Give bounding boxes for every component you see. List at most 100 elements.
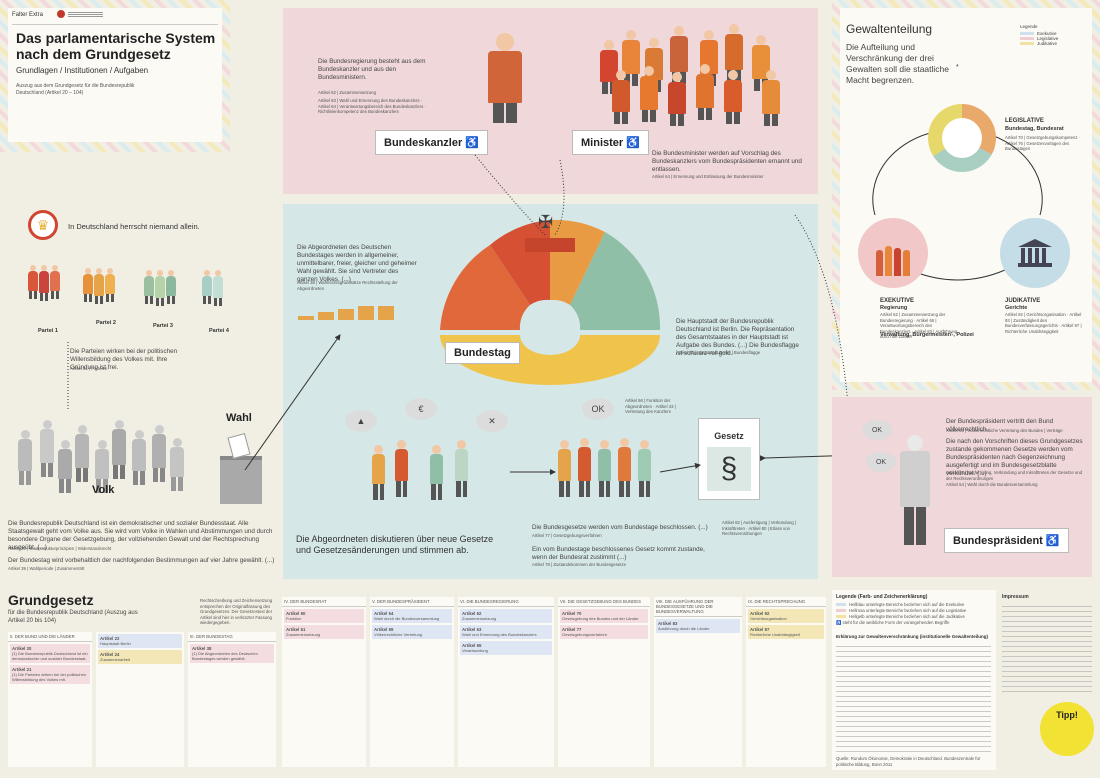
zustande-ref: Artikel 78 | Zustandekommen der Bundesge… — [532, 562, 627, 567]
praesident-ref1: Artikel 59 | Völkerrechtliche Vertretung… — [946, 428, 1063, 433]
arrow-exek-jud — [909, 269, 1006, 281]
abgeordnete-text: Die Abgeordneten des Deutschen Bundestag… — [297, 244, 417, 283]
judicative-refs: Artikel 92 | Gerichtsorganisation · Arti… — [1005, 312, 1082, 334]
party-4-figures — [202, 270, 223, 306]
kanzler-label: Bundeskanzler ♿ — [375, 130, 489, 155]
gewaltenteilung-star: * — [956, 64, 959, 71]
executive-sub2: Verwaltung, Bürgermeister/-, Polizei — [880, 332, 974, 338]
party-4-label: Partei 4 — [209, 328, 229, 334]
hauptstadt-text: Die Hauptstadt der Bundesrepublik Deutsc… — [676, 318, 799, 357]
arrow-legis-exek — [872, 132, 931, 216]
legislative-title: LEGISLATIVE — [1005, 118, 1044, 124]
legend-bottom-items: Hellblau unterlegte Bereiche beziehen si… — [836, 602, 967, 625]
beschlossen-text: Die Bundesgesetze werden vom Bundestage … — [532, 524, 708, 531]
diskutieren-text: Die Abgeordneten diskutieren über neue G… — [296, 534, 494, 555]
gg-col-7: VII. DIE GESETZGEBUNG DES BUNDES Artikel… — [558, 597, 650, 767]
court-building-icon — [1018, 239, 1052, 267]
page-subtitle: Grundlagen / Institutionen / Aufgaben — [16, 66, 149, 75]
brand: Falter Extra — [12, 12, 44, 18]
arrow-legis-jud — [984, 132, 1043, 216]
executive-circle — [858, 218, 928, 288]
legend-legislative: Legislative — [1037, 36, 1059, 41]
page-title: Das parlamentarische System nach dem Gru… — [16, 30, 216, 62]
minister-label: Minister ♿ — [572, 130, 649, 155]
party-2-figures — [83, 268, 115, 304]
legislative-refs: Artikel 70 | Gesetzgebungskompetenz · Ar… — [1005, 135, 1081, 151]
dotted-connector-parties — [67, 342, 69, 410]
beschlossen-ref: Artikel 77 | Gesetzgebungsverfahren — [532, 533, 602, 538]
minister-ref: Artikel 64 | Ernennung und Entlassung de… — [652, 174, 764, 179]
praesident-figure — [900, 435, 930, 545]
hauptstadt-ref: Artikel 22 | Hauptstadt Berlin | Bundesf… — [676, 350, 761, 355]
kanzler-figure — [488, 33, 522, 123]
gg-col-1: II. DER BUND UND DIE LÄNDER Artikel 20(1… — [8, 632, 92, 767]
praesident-ref2: Artikel 82 | Ausfertigung, Verkündung un… — [946, 470, 1083, 481]
gesetz-refs: Artikel 82 | Ausfertigung | Verkündung |… — [722, 520, 797, 536]
euro-bubble-icon: € — [405, 398, 437, 420]
tipp-badge: Tipp! — [1040, 702, 1094, 756]
gg-col-3: III. DER BUNDESTAG Artikel 38(1) Die Abg… — [188, 632, 276, 767]
demokratie-ref: Artikel 20 | Staatsstrukturprinzipien | … — [8, 546, 112, 551]
zustande-text: Ein vom Bundestage beschlossenes Gesetz … — [532, 546, 705, 561]
regierung-ref2: Artikel 63 | Wahl und Ernennung des Bund… — [318, 98, 426, 114]
wahl-ref: Artikel 39 | Wahlperiode | Zusammentritt — [8, 566, 85, 571]
tank-bubble-icon: ▲ — [345, 410, 377, 432]
party-3-label: Partei 3 — [153, 323, 173, 329]
ok-bubble-icon: OK — [582, 398, 614, 420]
legislative-circle — [928, 104, 996, 172]
seat-segment-4 — [570, 232, 661, 330]
legend-exekutive: Exekutive — [1037, 31, 1057, 36]
gg-col-8: VIII. DIE AUSFÜHRUNG DER BUNDESGESETZE U… — [654, 597, 742, 767]
minister-text: Die Bundesminister werden auf Vorschlag … — [652, 150, 802, 173]
legend-bottom-title: Legende (Farb- und Zeichenerklärung) — [836, 594, 928, 600]
legislative-sub: Bundestag, Bundesrat — [1005, 126, 1064, 132]
seat-segment-1 — [440, 245, 530, 330]
bench — [525, 238, 575, 252]
legend-title: Legende — [1020, 24, 1038, 29]
logo-text — [68, 11, 103, 17]
impressum-body — [1002, 602, 1092, 692]
legend-star-title: Erklärung zur Gewaltenverschränkung (ins… — [836, 634, 989, 639]
impressum-title: Impressum — [1002, 594, 1029, 600]
ok-bubble-1: OK — [862, 420, 892, 440]
seats-bars — [298, 306, 394, 320]
party-1-figures — [28, 265, 60, 301]
legend-quelle: Quelle: Rundum Ökonomie, Demokratie in D… — [836, 756, 981, 767]
wahl-label: Wahl — [226, 412, 252, 424]
legend-swatch-judikative — [1020, 42, 1034, 45]
regierung-ref: Artikel 62 | Zusammensetzung — [318, 90, 376, 95]
legend-star-body — [836, 642, 991, 752]
source-note: Auszug aus dem Grundgesetz für die Bunde… — [16, 83, 135, 96]
grundgesetz-note: Rechtschreibung und Zeichensetzung entsp… — [200, 598, 273, 625]
ballot-box-icon — [220, 456, 262, 504]
wahl-text: Der Bundestag wird vorbehaltlich der nac… — [8, 557, 275, 564]
grundgesetz-title: Grundgesetz — [8, 592, 94, 608]
judicative-circle — [1000, 218, 1070, 288]
party-3-figures — [144, 270, 176, 306]
demokratie-text: Die Bundesrepublik Deutschland ist ein d… — [8, 520, 273, 551]
party-2-label: Partei 2 — [96, 320, 116, 326]
gewaltenteilung-text: Die Aufteilung und Verschränkung der dre… — [846, 42, 950, 85]
no-crown-icon: ♛ — [28, 210, 58, 240]
legend-box: Legende Exekutive Legislative Judikative — [1020, 24, 1088, 64]
gesetz-box: Gesetz § — [698, 418, 760, 500]
logo — [57, 10, 65, 18]
crossed-bubble-icon: ✕ — [476, 410, 508, 432]
abgeordnete-ref: Artikel 38 | Wahlrechtsgrundsätze Rechts… — [297, 280, 398, 291]
parties-ref: Artikel 21 | Parteien — [70, 366, 108, 371]
executive-sub: Regierung — [880, 305, 908, 311]
grundgesetz-sub: für die Bundesrepublik Deutschland (Ausz… — [8, 610, 138, 624]
volk-label: Volk — [92, 484, 115, 496]
praesident-text1: Der Bundespräsident vertritt den Bund vö… — [946, 418, 1054, 433]
praesident-ref3: Artikel 54 | Wahl durch die Bundesversam… — [946, 482, 1038, 487]
legend-judikative: Judikative — [1037, 41, 1058, 46]
parties-text: Die Parteien wirken bei der politischen … — [70, 348, 178, 371]
judicative-sub: Gerichte — [1005, 305, 1028, 311]
gesetz-label: Gesetz — [714, 431, 744, 441]
bundestag-label: Bundestag — [445, 342, 520, 364]
judicative-title: JUDIKATIVE — [1005, 298, 1041, 304]
